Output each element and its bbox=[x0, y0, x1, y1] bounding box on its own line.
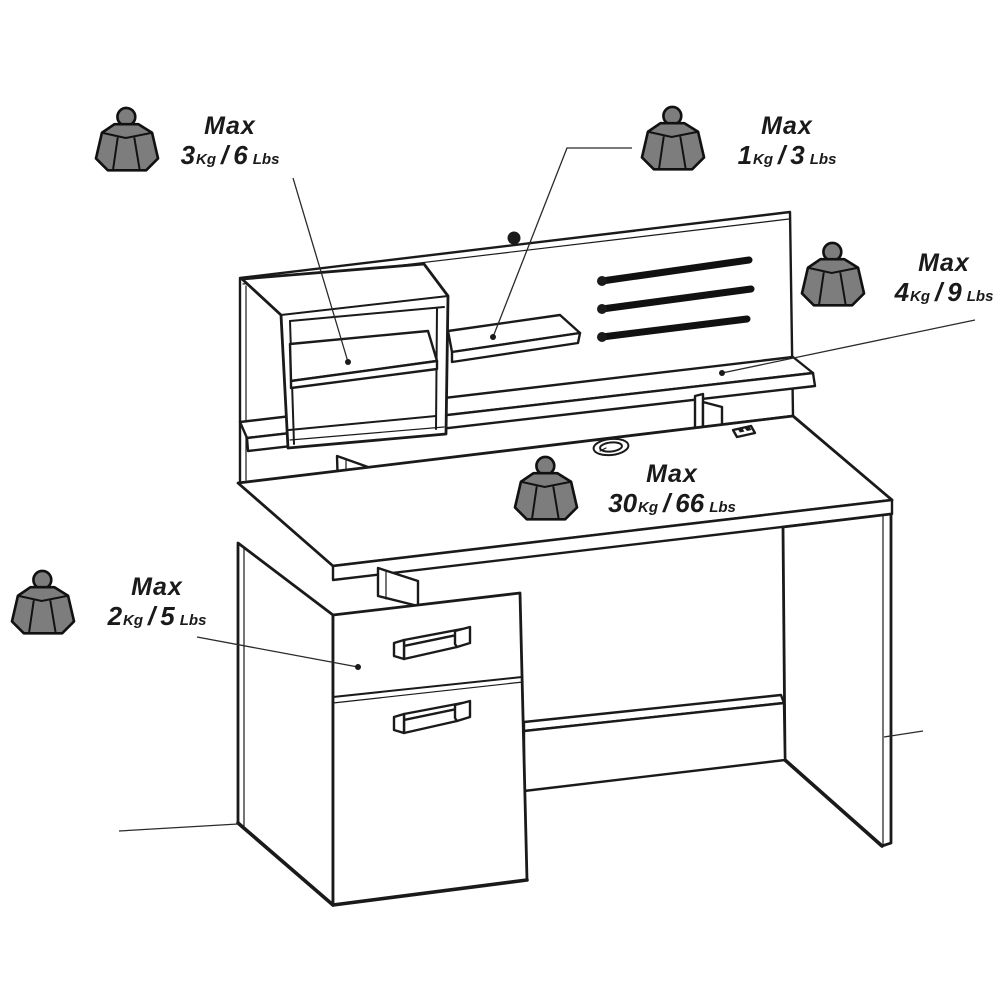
label-title: Max bbox=[204, 112, 256, 140]
cable-grommet bbox=[592, 437, 630, 457]
weight-icon bbox=[640, 105, 706, 171]
leader-drawer bbox=[196, 636, 359, 668]
leader-right-leg bbox=[883, 730, 924, 738]
panel-rails bbox=[597, 256, 755, 342]
leader-lines bbox=[118, 147, 976, 832]
panel-knob bbox=[507, 231, 521, 245]
label-title: Max bbox=[646, 460, 698, 488]
door-handle bbox=[392, 699, 472, 735]
drawer-handle bbox=[392, 625, 472, 661]
label-title: Max bbox=[131, 573, 183, 601]
weight-icon bbox=[94, 106, 160, 172]
power-outlet bbox=[731, 424, 757, 439]
weight-icon bbox=[10, 569, 76, 635]
desktop-support-bracket bbox=[376, 566, 420, 608]
modesty-panel bbox=[522, 693, 787, 793]
label-title: Max bbox=[918, 249, 970, 277]
weight-icon bbox=[800, 241, 866, 307]
leader-wall-shelf bbox=[492, 147, 632, 338]
desk-right-leg bbox=[781, 512, 893, 848]
drawer-unit bbox=[236, 541, 529, 907]
label-title: Max bbox=[761, 112, 813, 140]
wall-shelf bbox=[446, 313, 582, 364]
leader-left-edge bbox=[118, 823, 239, 832]
leader-hutch-shelf bbox=[721, 319, 976, 374]
cube-shelf-unit bbox=[240, 262, 450, 450]
leader-cube-shelf bbox=[292, 177, 349, 363]
